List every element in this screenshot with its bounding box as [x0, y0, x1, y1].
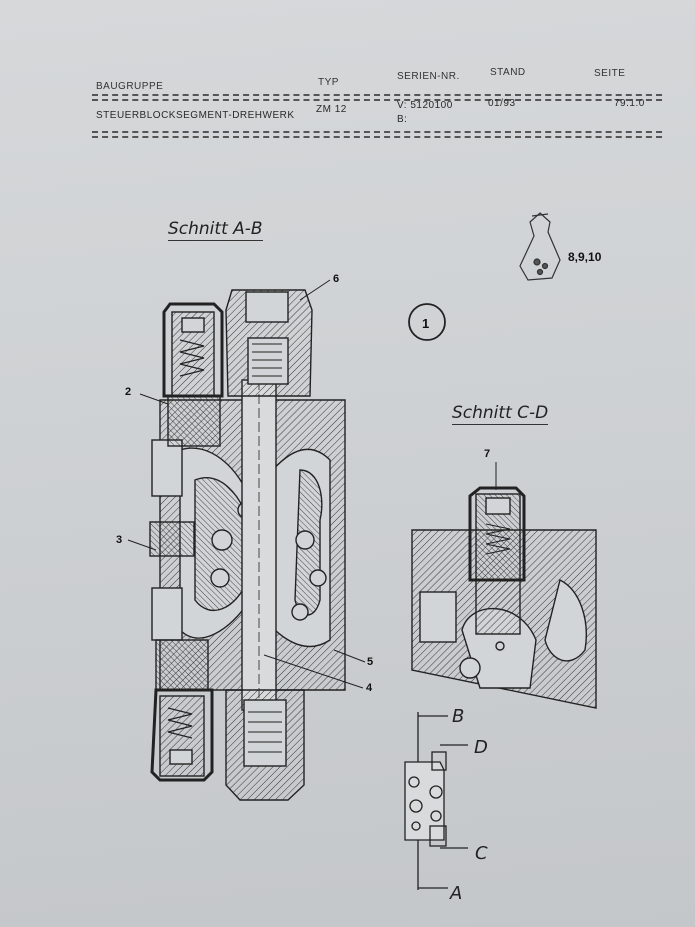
label-stand: STAND — [490, 67, 526, 78]
svg-text:1: 1 — [422, 316, 429, 331]
section-ab-title: Schnitt A-B — [168, 219, 263, 241]
parts-bag-icon — [519, 212, 561, 281]
header-rule-top-2 — [92, 99, 662, 101]
value-serien-b: B: — [397, 114, 408, 125]
header-rule-bottom — [92, 131, 662, 133]
callout-5: 5 — [367, 656, 374, 668]
section-view-schematic — [404, 712, 468, 890]
section-ab-drawing — [127, 279, 366, 801]
circle-1-marker: 1 — [408, 303, 446, 341]
view-letter-b: B — [452, 706, 465, 727]
header-rule-bottom-2 — [92, 136, 662, 138]
callout-2: 2 — [125, 386, 132, 398]
label-typ: TYP — [318, 77, 339, 88]
view-letter-c: C — [475, 843, 488, 864]
value-baugruppe: STEUERBLOCKSEGMENT-DREHWERK — [96, 110, 295, 121]
callout-3: 3 — [116, 534, 123, 546]
section-cd-title: Schnitt C-D — [452, 403, 549, 425]
value-stand: 01/93 — [488, 98, 516, 109]
callout-7: 7 — [484, 448, 491, 460]
callout-4: 4 — [366, 682, 373, 694]
value-typ: ZM 12 — [316, 104, 347, 115]
value-seite: 79.1.0 — [614, 98, 645, 109]
label-serien-nr: SERIEN-NR. — [397, 71, 460, 82]
label-baugruppe: BAUGRUPPE — [96, 81, 164, 92]
label-seite: SEITE — [594, 68, 626, 79]
header-rule-top — [92, 94, 662, 96]
view-letter-a: A — [450, 883, 463, 904]
section-cd-drawing — [411, 462, 597, 709]
view-letter-d: D — [474, 737, 488, 758]
callout-6: 6 — [333, 273, 340, 285]
value-serien-v: V: 5120100 — [397, 100, 453, 111]
bag-parts-label: 8,9,10 — [568, 250, 602, 264]
